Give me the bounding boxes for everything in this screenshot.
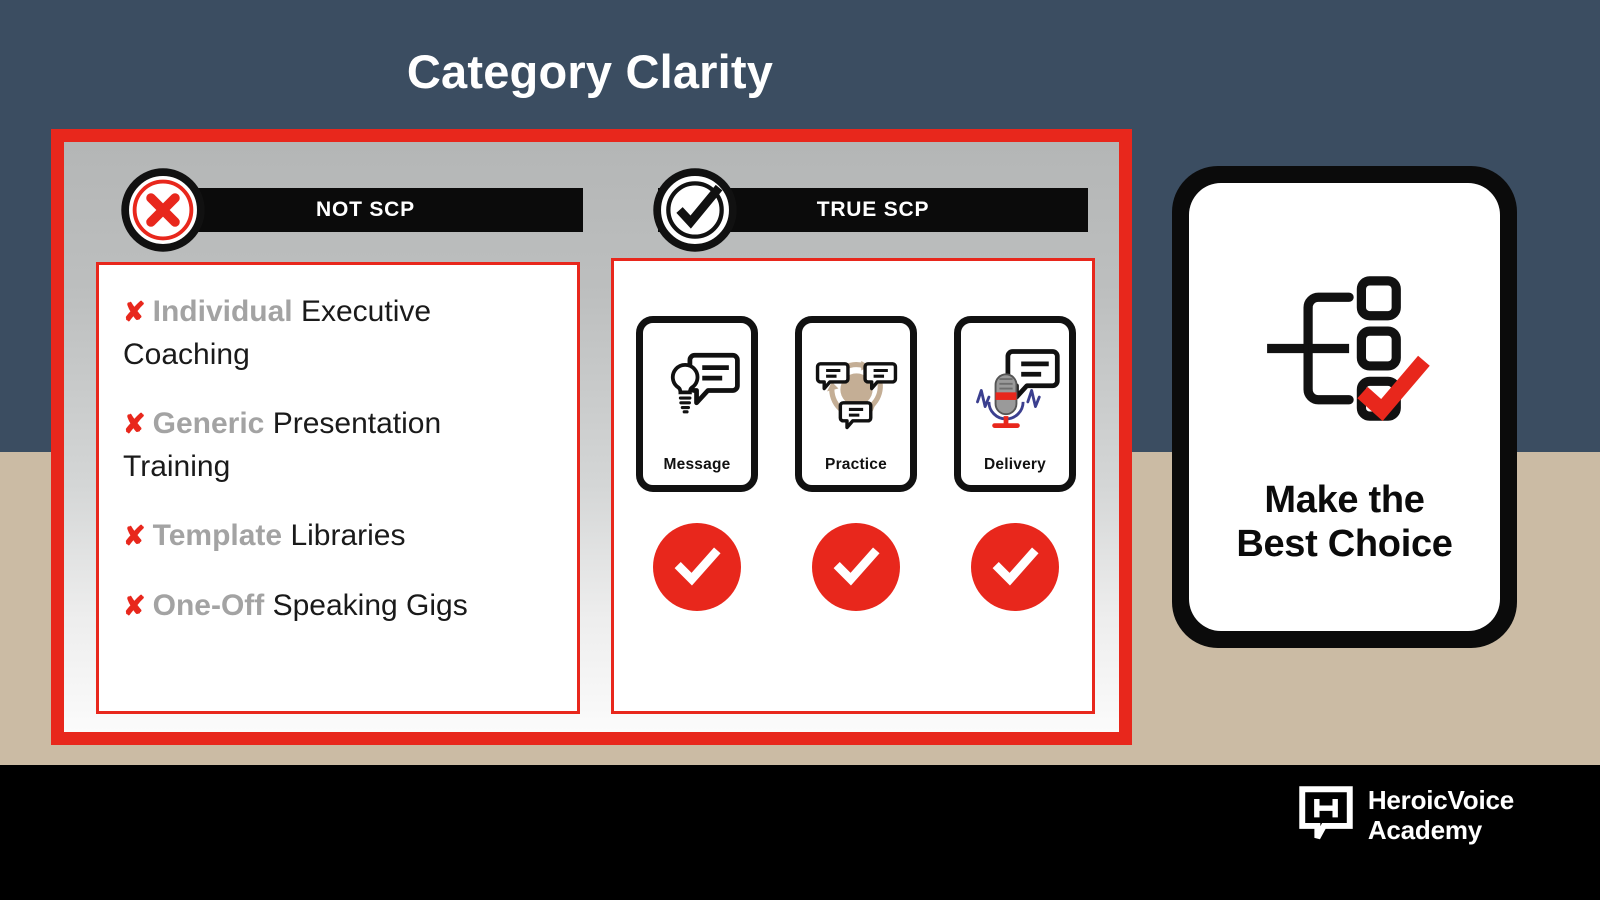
- list-item: ✘Individual Executive Coaching: [123, 291, 553, 376]
- cycle-speech-bubbles-icon: [802, 323, 910, 456]
- pillar-label: Delivery: [984, 456, 1046, 473]
- x-icon: ✘: [123, 297, 146, 327]
- brand-name-line2: Academy: [1367, 814, 1483, 845]
- list-item: ✘Generic Presentation Training: [123, 403, 553, 488]
- list-item-rest: Executive Coaching: [123, 295, 432, 371]
- pillar-card-delivery: Delivery: [954, 316, 1076, 492]
- circle-x-icon: [120, 167, 206, 253]
- check-circle-icon: [812, 523, 900, 611]
- column-header-not-scp: NOT SCP: [148, 188, 583, 232]
- list-item: ✘Template Libraries: [123, 515, 553, 558]
- make-best-choice-title-line1: Make the: [1264, 478, 1425, 521]
- check-circle-icon: [971, 523, 1059, 611]
- list-item-rest: Speaking Gigs: [264, 588, 468, 622]
- make-best-choice-title-line2: Best Choice: [1236, 523, 1453, 565]
- list-item: ✘One-Off Speaking Gigs: [123, 585, 553, 628]
- list-item-rest: Libraries: [282, 519, 406, 553]
- panel-inner-surface: NOT SCP TRUE SCP: [64, 142, 1119, 732]
- brand-name-line1: HeroicVoice: [1367, 785, 1514, 816]
- pillar-row: Message: [636, 316, 1076, 492]
- lightbulb-speech-bubble-icon: [643, 323, 751, 456]
- list-item-emphasis: Individual: [152, 295, 293, 328]
- checkmark-row: [636, 523, 1076, 611]
- column-header-true-scp-label: TRUE SCP: [816, 198, 930, 221]
- page-title: Category Clarity: [406, 45, 774, 98]
- make-best-choice-card-inner: Make the Best Choice: [1189, 183, 1500, 631]
- make-best-choice-card: Make the Best Choice: [1172, 166, 1517, 648]
- check-circle-icon: [653, 523, 741, 611]
- x-icon: ✘: [123, 521, 146, 552]
- list-item-emphasis: One-Off: [152, 588, 265, 622]
- list-item-emphasis: Generic: [152, 407, 265, 441]
- pillar-card-message: Message: [636, 316, 758, 492]
- x-icon: ✘: [123, 409, 146, 440]
- pillar-label: Message: [663, 456, 731, 473]
- brand-name: HeroicVoice Academy: [1368, 786, 1514, 844]
- circle-check-icon: [652, 167, 738, 253]
- decision-tree-checkbox-icon: [1240, 246, 1450, 456]
- true-scp-card: Message: [611, 258, 1095, 714]
- main-comparison-panel: NOT SCP TRUE SCP: [51, 129, 1132, 745]
- list-item-rest: Presentation Training: [123, 407, 442, 483]
- h-speech-bubble-logo: [1299, 786, 1353, 845]
- pillar-label: Practice: [825, 456, 887, 473]
- make-best-choice-title: Make the Best Choice: [1236, 478, 1453, 566]
- x-icon: ✘: [123, 590, 146, 621]
- not-scp-list: ✘Individual Executive Coaching ✘Generic …: [99, 265, 577, 628]
- not-scp-card: ✘Individual Executive Coaching ✘Generic …: [96, 262, 580, 714]
- brand-logo: HeroicVoice Academy: [1299, 786, 1514, 845]
- list-item-emphasis: Template: [152, 519, 283, 553]
- pillar-card-practice: Practice: [795, 316, 917, 492]
- column-header-not-scp-label: NOT SCP: [316, 198, 415, 221]
- microphone-speech-bubble-icon: [961, 323, 1069, 456]
